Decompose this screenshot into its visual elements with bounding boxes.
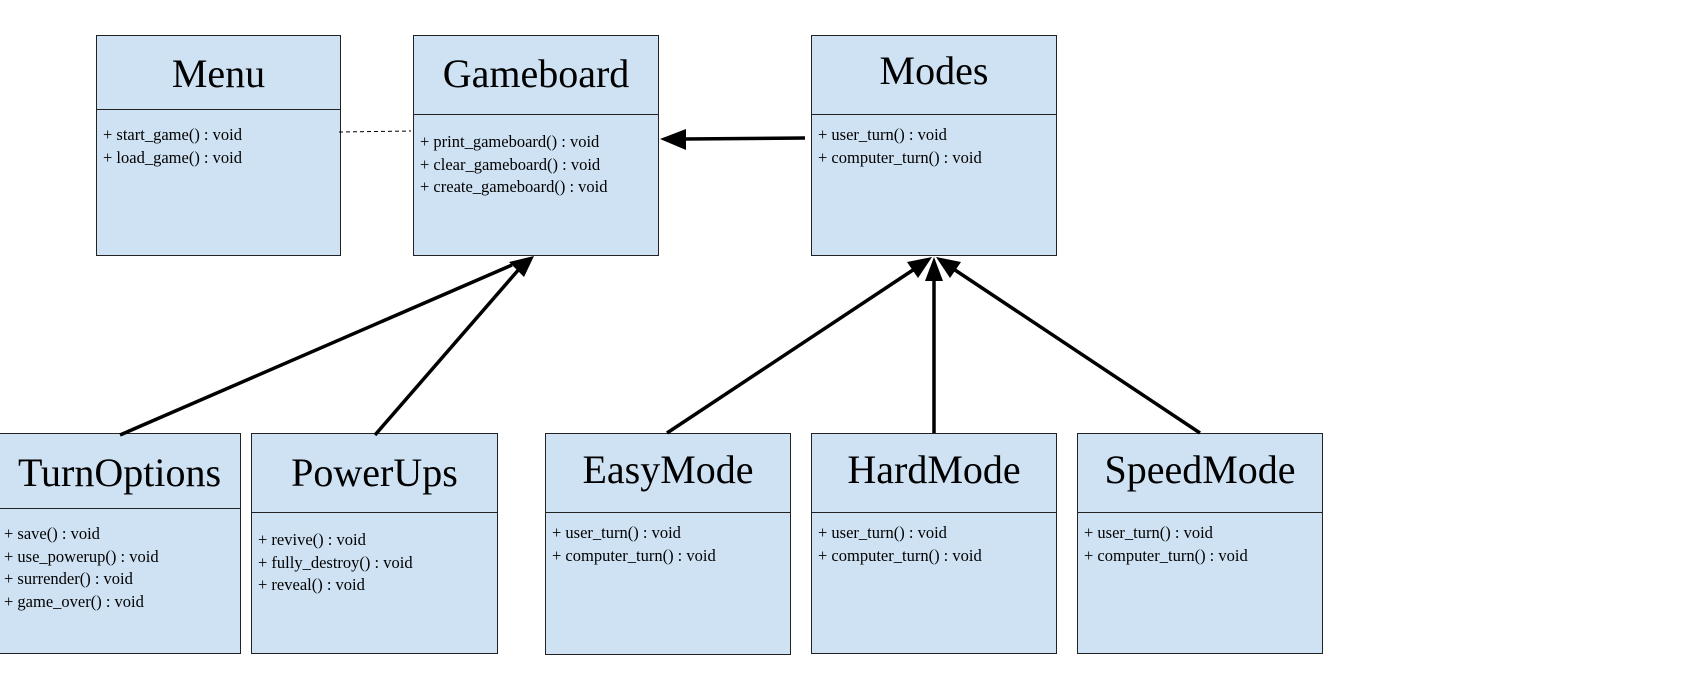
method-surrender: + surrender() : void xyxy=(4,569,133,588)
method-load-game: + load_game() : void xyxy=(103,147,242,167)
class-hard-mode: HardMode + user_turn() : void + computer… xyxy=(811,433,1057,654)
method-list-power-ups: + revive() : void + fully_destroy() : vo… xyxy=(258,529,495,597)
edge-speed-mode-modes xyxy=(936,257,1201,435)
method-user-turn: + user_turn() : void xyxy=(818,125,947,144)
method-computer-turn: + computer_turn() : void xyxy=(552,545,716,565)
class-menu: Menu + start_game() : void + load_game()… xyxy=(96,35,341,256)
class-name-gameboard: Gameboard xyxy=(442,51,630,96)
method-list-modes: + user_turn() : void + computer_turn() :… xyxy=(818,124,1054,169)
class-name-hard-mode: HardMode xyxy=(847,447,1021,492)
method-use-powerup: + use_powerup() : void xyxy=(4,546,159,566)
method-clear-gameboard: + clear_gameboard() : void xyxy=(420,154,601,174)
class-modes: Modes + user_turn() : void + computer_tu… xyxy=(811,35,1057,256)
class-name-power-ups: PowerUps xyxy=(291,450,458,495)
class-divider xyxy=(1078,512,1322,513)
class-name-speed-mode: SpeedMode xyxy=(1104,447,1296,492)
method-fully-destroy: + fully_destroy() : void xyxy=(258,552,413,572)
edge-hard-mode-modes xyxy=(925,257,943,433)
method-list-easy-mode: + user_turn() : void + computer_turn() :… xyxy=(552,522,788,567)
method-computer-turn: + computer_turn() : void xyxy=(818,545,982,565)
class-turn-options: TurnOptions + save() : void + use_poweru… xyxy=(0,433,241,654)
class-divider xyxy=(546,512,790,513)
method-user-turn: + user_turn() : void xyxy=(552,523,681,542)
method-user-turn: + user_turn() : void xyxy=(818,523,947,542)
class-divider xyxy=(0,508,240,509)
edge-power-ups-gameboard xyxy=(373,266,522,437)
class-divider xyxy=(812,512,1056,513)
method-list-speed-mode: + user_turn() : void + computer_turn() :… xyxy=(1084,522,1320,567)
class-divider xyxy=(414,114,658,115)
edge-turn-options-gameboard xyxy=(119,263,513,437)
method-list-gameboard: + print_gameboard() : void + clear_gameb… xyxy=(420,131,656,199)
method-start-game: + start_game() : void xyxy=(103,125,242,144)
method-create-gameboard: + create_gameboard() : void xyxy=(420,177,608,196)
class-easy-mode: EasyMode + user_turn() : void + computer… xyxy=(545,433,791,655)
edge-menu-gameboard xyxy=(338,130,412,133)
edge-easy-mode-modes xyxy=(666,257,932,435)
edge-modes-gameboard xyxy=(660,129,806,150)
class-name-menu: Menu xyxy=(171,51,266,96)
class-divider xyxy=(812,114,1056,115)
arrowhead-gameboard xyxy=(509,256,534,277)
method-list-hard-mode: + user_turn() : void + computer_turn() :… xyxy=(818,522,1054,567)
method-user-turn: + user_turn() : void xyxy=(1084,523,1213,542)
class-divider xyxy=(97,109,340,110)
method-game-over: + game_over() : void xyxy=(4,591,144,611)
method-computer-turn: + computer_turn() : void xyxy=(818,147,982,167)
class-speed-mode: SpeedMode + user_turn() : void + compute… xyxy=(1077,433,1323,654)
method-revive: + revive() : void xyxy=(258,530,366,549)
method-list-turn-options: + save() : void + use_powerup() : void +… xyxy=(4,523,238,613)
class-name-modes: Modes xyxy=(879,48,989,93)
class-power-ups: PowerUps + revive() : void + fully_destr… xyxy=(251,433,498,654)
method-computer-turn: + computer_turn() : void xyxy=(1084,545,1248,565)
method-list-menu: + start_game() : void + load_game() : vo… xyxy=(103,124,338,169)
method-reveal: + reveal() : void xyxy=(258,575,365,594)
class-name-easy-mode: EasyMode xyxy=(582,447,754,492)
class-name-turn-options: TurnOptions xyxy=(17,450,222,495)
method-print-gameboard: + print_gameboard() : void xyxy=(420,132,600,151)
method-save: + save() : void xyxy=(4,524,100,543)
class-divider xyxy=(252,512,497,513)
class-gameboard: Gameboard + print_gameboard() : void + c… xyxy=(413,35,659,256)
